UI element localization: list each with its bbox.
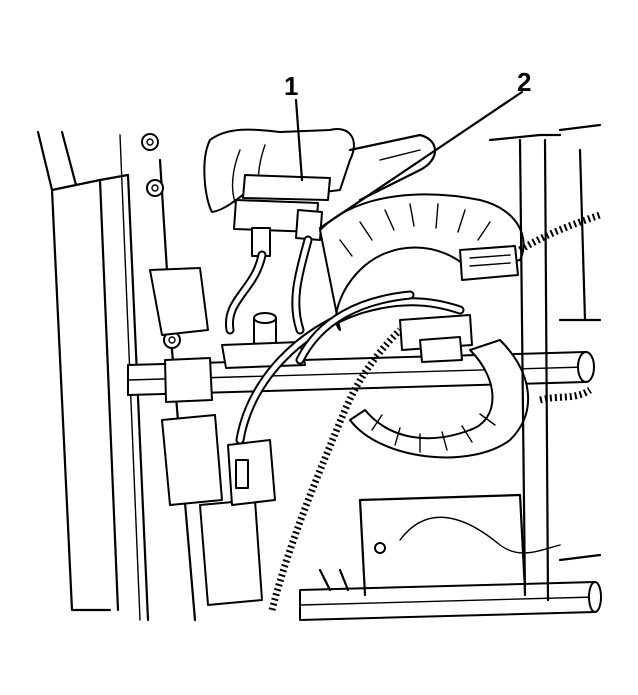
corrugated-conduit [268, 211, 602, 611]
lower-connector [227, 439, 276, 506]
electrical-connector-2 [399, 245, 519, 363]
lower-tube [299, 581, 602, 621]
callout-leaders [294, 90, 524, 230]
callout-1: 1 [284, 71, 298, 101]
harness-bundle [235, 290, 465, 445]
callout-2: 2 [517, 67, 531, 97]
bolt [141, 133, 159, 151]
right-structure [318, 123, 602, 602]
electrical-connector-1 [233, 174, 331, 257]
bolt [146, 179, 164, 197]
bracket-plates [149, 267, 263, 606]
connector-wires [224, 235, 313, 335]
cylinder-component [221, 312, 306, 369]
wrapped-harness [319, 193, 530, 459]
